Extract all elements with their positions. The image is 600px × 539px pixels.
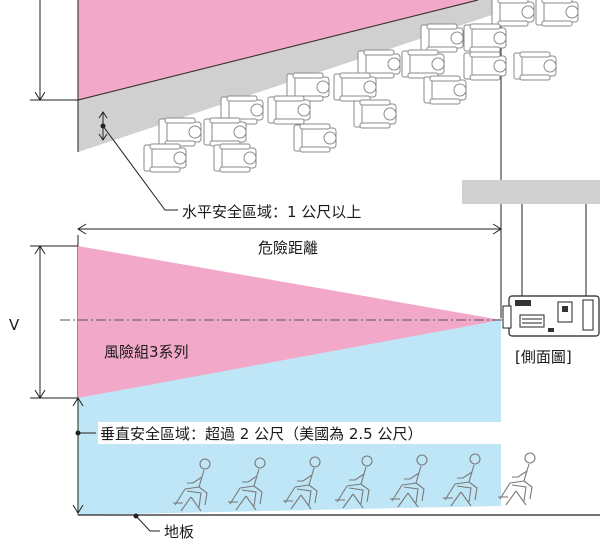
theater-seat-icon: [158, 117, 202, 147]
side-vertical-safety-zone: [78, 318, 501, 515]
theater-seat-icon: [353, 99, 397, 129]
side-view-label: [側面圖]: [515, 348, 572, 366]
theater-seat-icon: [293, 123, 337, 153]
theater-seat-icon: [423, 75, 467, 105]
hazard-distance-label: 危險距離: [258, 239, 318, 257]
audience-side-view: [173, 452, 536, 512]
theater-seat-icon: [513, 51, 557, 81]
risk-group-label: 風險組3系列: [104, 343, 189, 361]
theater-seat-icon: [357, 49, 401, 79]
seated-person-icon: [173, 458, 211, 512]
theater-seat-icon: [420, 23, 464, 53]
seated-person-icon: [498, 452, 536, 506]
floor-label: 地板: [164, 523, 194, 539]
v-label: V: [9, 316, 20, 334]
seated-person-icon: [443, 453, 481, 507]
seated-person-icon: [283, 456, 321, 510]
theater-seat-icon: [143, 143, 187, 173]
projector-icon: [502, 295, 600, 337]
vertical-safety-zone-label: 垂直安全區域：超過 2 公尺（美國為 2.5 公尺）: [100, 425, 422, 443]
theater-seat-icon: [333, 72, 377, 102]
ceiling-block: [462, 180, 600, 204]
theater-seat-icon: [535, 0, 579, 27]
theater-seat-icon: [463, 23, 507, 53]
theater-seat-icon: [203, 117, 247, 147]
theater-seat-icon: [463, 51, 507, 81]
seated-person-icon: [228, 457, 266, 511]
seated-person-icon: [390, 454, 428, 508]
seated-person-icon: [335, 455, 373, 509]
side-hazard-wedge: [78, 246, 501, 398]
theater-seat-icon: [213, 143, 257, 173]
theater-seat-icon: [491, 0, 535, 27]
horizontal-safety-zone-label: 水平安全區域：1 公尺以上: [182, 203, 361, 221]
theater-seat-icon: [401, 49, 445, 79]
theater-seat-icon: [267, 95, 311, 125]
audience-seats-top-view: [143, 0, 579, 173]
